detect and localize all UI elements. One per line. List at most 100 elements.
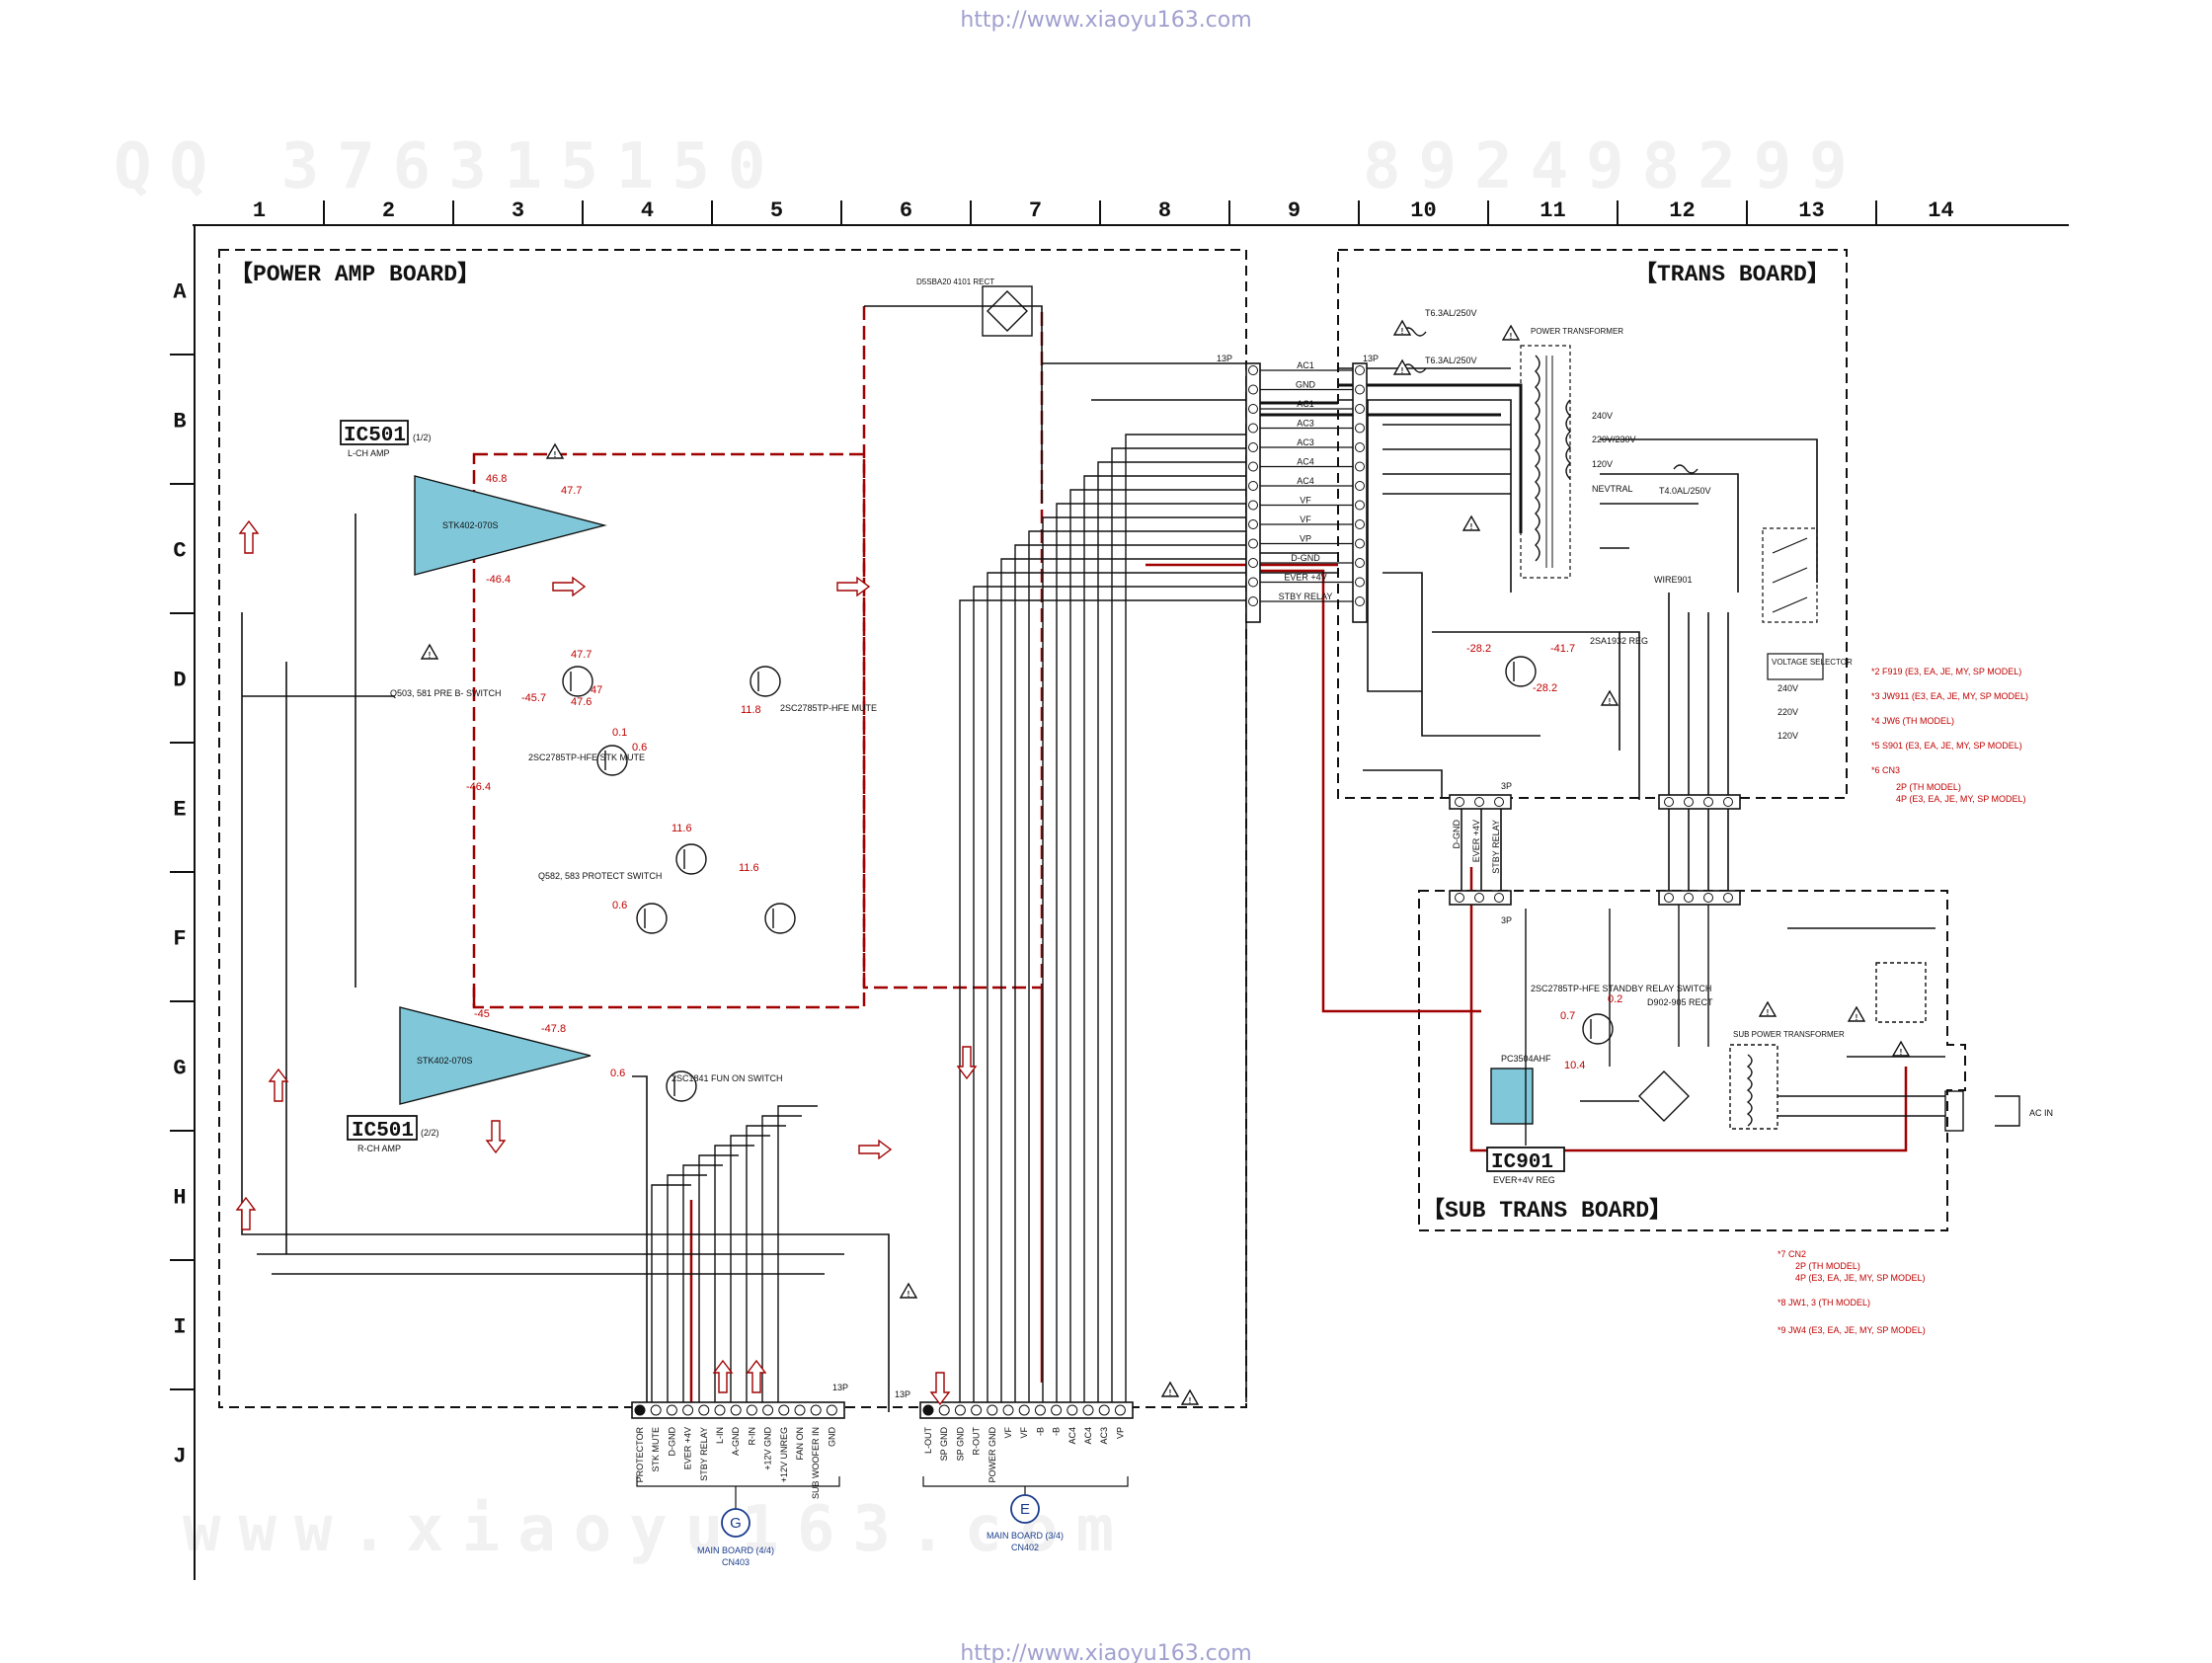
connector-e-pin-label: AC4 (1083, 1427, 1093, 1445)
connector-g-pin (826, 1404, 837, 1416)
watermark-top-right: 892498299 (1363, 130, 1865, 203)
trans-board-title: 【TRANS BOARD】 (1634, 261, 1830, 287)
bundle-g-wire (698, 1154, 739, 1402)
trans-conn-label: STBY RELAY (1279, 592, 1333, 601)
fuse-2-label: T6.3AL/250V (1425, 356, 1477, 365)
tap-120-label: 120V (1592, 459, 1613, 469)
connector-e-pin-label: -B (1035, 1427, 1045, 1436)
warning-icon-mark: ! (908, 1290, 910, 1299)
transistor-symbol (675, 843, 707, 875)
ic501-r-sub: R-CH AMP (357, 1144, 401, 1153)
power-transformer (1520, 345, 1571, 579)
connector-g-pin (714, 1404, 726, 1416)
badge-g (721, 1508, 750, 1538)
voltage-value: -28.2 (1466, 643, 1491, 655)
bundle-wire (1125, 434, 1246, 1402)
row-label: I (173, 1315, 186, 1340)
tap-220-label: 220V/230V (1592, 435, 1636, 444)
row-label: A (173, 280, 187, 305)
connector-e-pin (971, 1404, 983, 1416)
bundle-wire (1014, 544, 1246, 1402)
warning-icon-mark: ! (1189, 1396, 1192, 1405)
bundle-g-wire (746, 1125, 786, 1402)
watermark-bottom: www.xiaoyu163.com (183, 1493, 1132, 1566)
voltage-value: 0.7 (1560, 1010, 1575, 1022)
connector-e-pin (1002, 1404, 1014, 1416)
voltage-value: -28.2 (1533, 682, 1557, 694)
bundle-wire (973, 586, 1246, 1402)
connector-g-pin-label: D-GND (667, 1427, 676, 1457)
trans-conn-pin-right (1355, 558, 1365, 568)
connector-g-label: MAIN BOARD (4/4) (697, 1545, 774, 1555)
transistor-symbol (596, 745, 628, 776)
ic901-name: IC901 (1491, 1151, 1553, 1174)
connector-e-pin (1018, 1404, 1030, 1416)
voltage-selector-switch (1762, 527, 1824, 680)
warning-icon-mark: ! (554, 450, 557, 459)
connector-e-pin-label: POWER GND (988, 1427, 997, 1483)
connector-e-pin-label: AC3 (1099, 1427, 1109, 1445)
bundle-wire (1069, 489, 1246, 1402)
trans-conn-pin-right (1355, 519, 1365, 529)
protect-switch-label: Q582, 583 PROTECT SWITCH (538, 871, 662, 881)
connector-4p-pin (1703, 797, 1713, 807)
wire-bundle-g (651, 1105, 818, 1402)
trans-conn-label: AC1 (1297, 399, 1314, 409)
ic901-sub: EVER+4V REG (1493, 1175, 1555, 1185)
column-label: 13 (1798, 198, 1824, 223)
bundle-wire (1000, 558, 1246, 1402)
trans-conn-pin-right (1355, 538, 1365, 549)
voltage-value: -47.8 (541, 1023, 566, 1035)
fuse-3-label: T4.0AL/250V (1659, 486, 1711, 496)
trans-conn-pin-left (1248, 519, 1258, 529)
warning-icon (1160, 1381, 1180, 1397)
warning-icon (420, 643, 439, 660)
warning-icon (1392, 319, 1412, 336)
ic501-r-part: (2/2) (421, 1128, 439, 1138)
voltage-value: 46.8 (486, 473, 507, 485)
transistor-symbol (764, 903, 796, 934)
connector-e-pin-label: SP GND (955, 1427, 965, 1462)
warning-icon-mark: ! (1470, 522, 1473, 531)
row-label: D (173, 669, 186, 693)
connector-3p-pin (1474, 797, 1484, 807)
trans-conn-label: GND (1296, 380, 1316, 390)
warning-icon-mark: ! (1900, 1048, 1903, 1057)
connector-e-pin (1034, 1404, 1046, 1416)
connector-e-pin (1066, 1404, 1078, 1416)
footer-url[interactable]: http://www.xiaoyu163.com (960, 1641, 1251, 1663)
trans-conn-pin-left (1248, 577, 1258, 588)
column-label: 9 (1288, 198, 1301, 223)
trans-conn-pin-left (1248, 538, 1258, 549)
selector-220: 220V (1778, 707, 1798, 717)
mute-label: 2SC2785TP-HFE MUTE (780, 703, 877, 713)
connector-4p-pin (1684, 893, 1694, 903)
connector-g-pin (682, 1404, 694, 1416)
trans-conn-label: AC3 (1297, 419, 1314, 429)
warning-icon (1392, 358, 1412, 375)
trans-conn-count-right: 13P (1363, 354, 1379, 363)
ic501-l-chip: STK402-070S (442, 520, 499, 530)
header-url[interactable]: http://www.xiaoyu163.com (960, 8, 1251, 33)
connector-g-pin-label: R-IN (747, 1427, 756, 1446)
connector-g-pin (634, 1404, 646, 1416)
voltage-value: -45.7 (521, 692, 546, 704)
connector-g-pin-label: A-GND (731, 1427, 741, 1457)
connector-g-pin-label: EVER +4V (683, 1427, 693, 1469)
connector-g-count: 13P (832, 1383, 848, 1392)
trans-conn-pin-left (1248, 596, 1258, 606)
voltage-value: -46.4 (466, 781, 491, 793)
transistors (562, 656, 1614, 1102)
bundle-wire (987, 572, 1246, 1402)
neutral-label: NEVTRAL (1592, 484, 1633, 494)
trans-conn-label: AC4 (1297, 457, 1314, 467)
connector-e-pin (922, 1404, 934, 1416)
bundle-g-wire (714, 1145, 754, 1402)
connector-3p-pin (1494, 797, 1504, 807)
trans-conn-pin-right (1355, 577, 1365, 588)
trans-conn-pin-left (1248, 461, 1258, 472)
connector-g-pin (810, 1404, 822, 1416)
ic501-l-amplifier (414, 475, 607, 576)
trans-conn-pin-left (1248, 423, 1258, 434)
